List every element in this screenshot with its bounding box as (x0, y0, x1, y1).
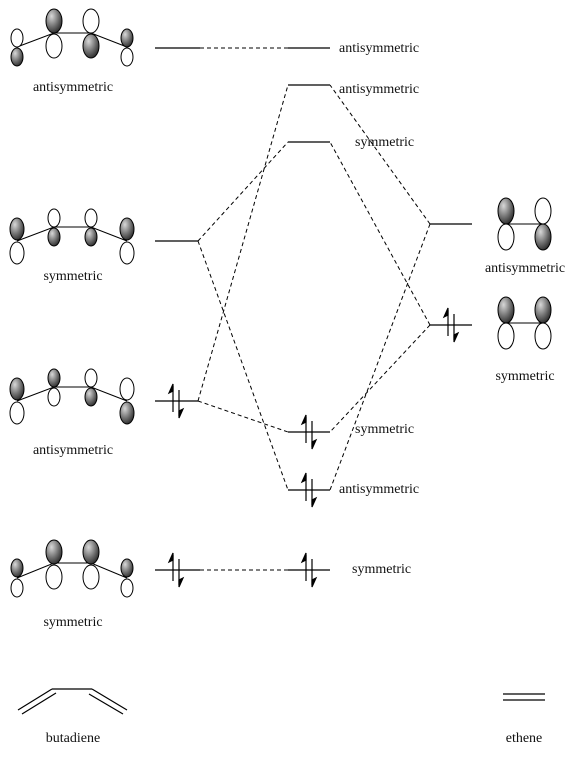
butadiene-orbital-psi1 (10, 539, 134, 598)
butadiene-orbital-psi2 (9, 368, 135, 425)
product-a1-label: antisymmetric (339, 482, 420, 497)
electron-pair-butadiene-psi1 (167, 552, 185, 588)
product-s1-label: symmetric (355, 422, 415, 437)
butadiene-orbital-psi4 (10, 8, 134, 67)
energy-levels (155, 47, 472, 571)
electron-pair-ethene-pi (442, 307, 460, 343)
ethene-orbital-pistar (497, 197, 552, 251)
butadiene-psi1-label: symmetric (43, 615, 103, 630)
product-s2-label: symmetric (355, 135, 415, 150)
electron-pairs (167, 307, 460, 588)
butadiene-name: butadiene (45, 731, 101, 746)
electron-pair-product-s1 (300, 414, 318, 450)
product-a2-label: antisymmetric (339, 82, 420, 97)
ethene-orbital-pi (497, 296, 552, 350)
electron-pair-butadiene-psi2 (167, 383, 185, 419)
butadiene-structure (17, 688, 128, 715)
correlation-lines (197, 47, 431, 571)
electron-pair-product-a1 (300, 472, 318, 508)
butadiene-psi4-label: antisymmetric (32, 80, 114, 95)
ethene-name: ethene (505, 731, 543, 746)
electron-pair-product-bottom (300, 552, 318, 588)
ethene-pistar-label: antisymmetric (484, 261, 566, 276)
ethene-structure (503, 693, 545, 701)
ethene-pi-label: symmetric (495, 369, 555, 384)
butadiene-psi3-label: symmetric (43, 269, 103, 284)
product-bottom-label: symmetric (352, 562, 412, 577)
butadiene-orbital-psi3 (9, 208, 135, 265)
butadiene-psi2-label: antisymmetric (32, 443, 114, 458)
product-top-label: antisymmetric (339, 41, 420, 56)
